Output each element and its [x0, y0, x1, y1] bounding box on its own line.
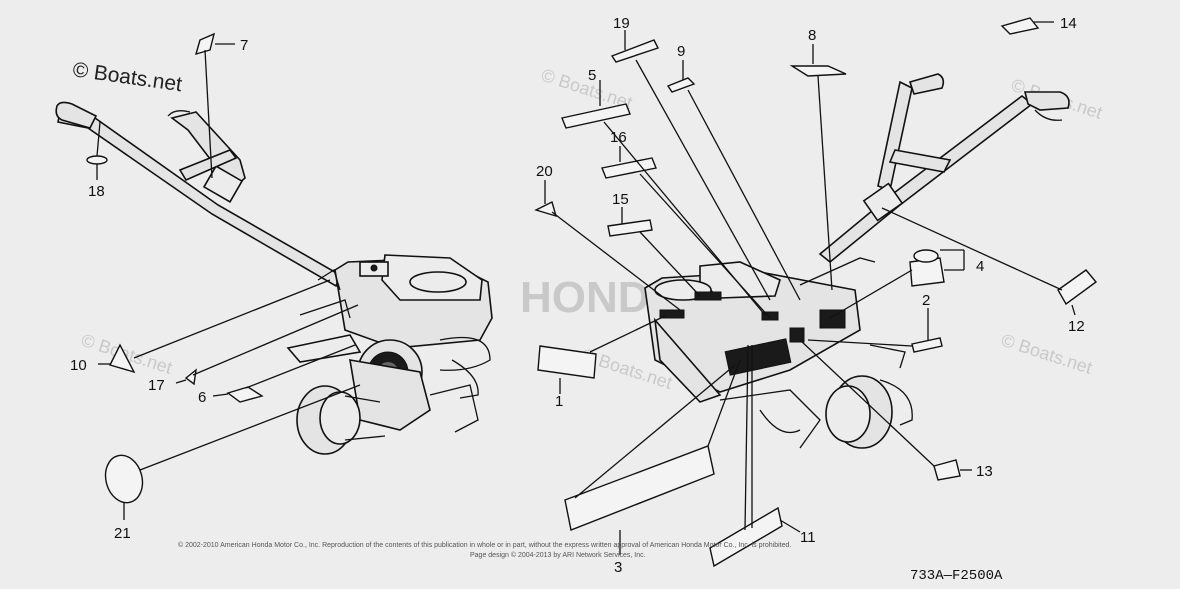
part-5-label: [561, 103, 631, 129]
callout-2: 2: [922, 292, 930, 309]
part-4-cap: [913, 249, 939, 263]
part-14-label: [1000, 17, 1040, 35]
part-17-label: [184, 368, 197, 386]
diagram-code: 733A—F2500A: [910, 568, 1003, 584]
leader-lines: [96, 21, 1076, 555]
part-9-label: [666, 77, 696, 93]
callout-8: 8: [808, 27, 816, 44]
callout-5: 5: [588, 67, 596, 84]
callout-1: 1: [555, 393, 563, 410]
part-2-label: [911, 337, 943, 353]
watermark-faint: © Boats.net: [999, 330, 1095, 378]
part-3-label: [564, 445, 715, 531]
part-7-label: [194, 32, 216, 56]
callout-21: 21: [114, 525, 131, 542]
part-13-label: [933, 459, 961, 481]
left-tiller-illustration: [55, 101, 493, 455]
callout-4: 4: [976, 258, 984, 275]
right-tiller-illustration: [644, 73, 1070, 449]
part-18-washer: [86, 155, 108, 165]
callout-3: 3: [614, 559, 622, 576]
callout-16: 16: [610, 129, 627, 146]
callout-11: 11: [800, 529, 816, 546]
part-1-label: [537, 345, 597, 379]
watermark-faint: © Boats.net: [79, 330, 175, 378]
part-8-label: [789, 65, 847, 77]
part-19-label: [610, 39, 659, 63]
part-21-label: [104, 454, 144, 504]
callout-19: 19: [613, 15, 630, 32]
callout-6: 6: [198, 389, 206, 406]
copyright-line-2: Page design © 2004-2013 by ARI Network S…: [470, 551, 646, 559]
part-10-label: [108, 343, 136, 374]
callout-20: 20: [536, 163, 553, 180]
callout-18: 18: [88, 183, 105, 200]
callout-12: 12: [1068, 318, 1085, 335]
callout-13: 13: [976, 463, 993, 480]
callout-17: 17: [148, 377, 165, 394]
callout-9: 9: [677, 43, 685, 60]
part-16-label: [601, 157, 657, 179]
part-11-label: [709, 506, 783, 568]
part-6-label: [226, 386, 264, 403]
callout-10: 10: [70, 357, 87, 374]
callout-14: 14: [1060, 15, 1077, 32]
watermark-main: © Boats.net: [71, 58, 183, 96]
callout-7: 7: [240, 37, 248, 54]
part-12-label: [1057, 269, 1098, 306]
copyright-line-1: © 2002-2010 American Honda Motor Co., In…: [178, 541, 791, 549]
part-15-label: [607, 219, 653, 237]
part-20-label: [534, 200, 558, 218]
callout-15: 15: [612, 191, 629, 208]
